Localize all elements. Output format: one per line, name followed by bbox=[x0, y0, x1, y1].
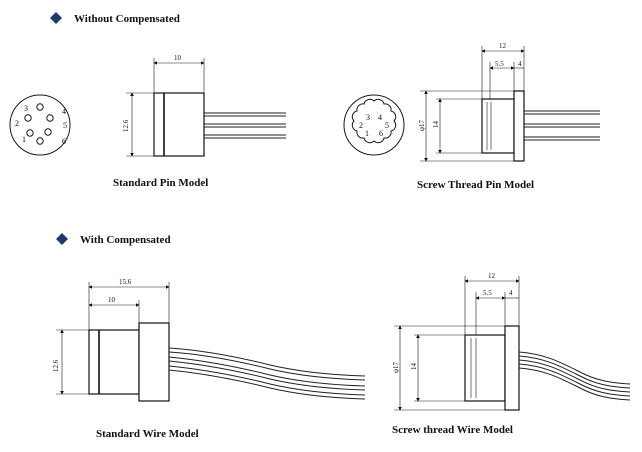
pin-end-view: 3 4 2 5 1 6 bbox=[9, 94, 71, 156]
section-title: Without Compensated bbox=[74, 13, 180, 25]
thread-end-view: 3 4 2 5 1 6 bbox=[343, 94, 405, 156]
pin-label: 1 bbox=[22, 135, 26, 144]
caption-screw-thread-wire: Screw thread Wire Model bbox=[392, 424, 513, 436]
standard-pin-model: 3 4 2 5 1 6 10 12.6 bbox=[9, 54, 286, 189]
standard-wire-model: 15.6 10 12.6 Standard Wire Model bbox=[52, 278, 366, 440]
pin-label: 4 bbox=[62, 107, 66, 116]
diamond-bullet-icon bbox=[50, 12, 62, 24]
caption-standard-pin: Standard Pin Model bbox=[113, 177, 208, 189]
dimension-thread: 5.5 bbox=[483, 289, 492, 297]
dimension-thread: 5.5 bbox=[495, 60, 504, 68]
dimension-inner: 14 bbox=[432, 121, 440, 129]
pin-hole bbox=[36, 103, 44, 111]
pin-hole bbox=[24, 114, 32, 122]
section-header-with-compensated: With Compensated bbox=[56, 233, 171, 246]
pin-hole bbox=[46, 114, 54, 122]
caption-standard-wire: Standard Wire Model bbox=[96, 428, 199, 440]
pin-hole bbox=[44, 128, 52, 136]
dimension-total: 12 bbox=[488, 272, 496, 280]
dimension-total: 15.6 bbox=[119, 278, 132, 286]
dimension-flange: 4 bbox=[509, 289, 513, 297]
dimension-flange: 4 bbox=[518, 60, 522, 68]
dimension-inner: 14 bbox=[410, 363, 418, 371]
dimension-diameter: φ17 bbox=[418, 119, 426, 131]
pin-hole bbox=[26, 129, 34, 137]
pin-label: 3 bbox=[24, 104, 28, 113]
dimension-height: 12.6 bbox=[122, 119, 130, 132]
pin-label: 2 bbox=[15, 119, 19, 128]
screw-thread-wire-model: 12 5.5 4 φ17 14 Screw thread Wire Model bbox=[392, 272, 631, 436]
pin-label: 2 bbox=[359, 121, 363, 130]
dimension-diameter: φ17 bbox=[392, 361, 400, 373]
pin-label: 6 bbox=[379, 129, 383, 138]
dimension-total: 12 bbox=[499, 42, 507, 50]
thread-pin-side-view: 12 5.5 4 φ17 14 bbox=[418, 42, 600, 162]
pin-label: 5 bbox=[385, 121, 389, 130]
pin-label: 1 bbox=[365, 129, 369, 138]
pin-side-view: 10 12.6 bbox=[122, 54, 286, 157]
dimension-height: 12.6 bbox=[52, 359, 60, 372]
dimension-length: 10 bbox=[108, 296, 116, 304]
pin-label: 6 bbox=[62, 137, 66, 146]
pin-hole bbox=[36, 137, 44, 145]
screw-thread-pin-model: 3 4 2 5 1 6 12 5.5 bbox=[343, 42, 600, 191]
section-header-without-compensated: Without Compensated bbox=[50, 12, 180, 25]
diamond-bullet-icon bbox=[56, 233, 68, 245]
dimension-length: 10 bbox=[174, 54, 182, 62]
caption-screw-thread-pin: Screw Thread Pin Model bbox=[417, 179, 534, 191]
section-title: With Compensated bbox=[80, 234, 171, 246]
pin-label: 5 bbox=[63, 121, 67, 130]
pin-label: 4 bbox=[378, 113, 382, 122]
pin-label: 3 bbox=[366, 113, 370, 122]
